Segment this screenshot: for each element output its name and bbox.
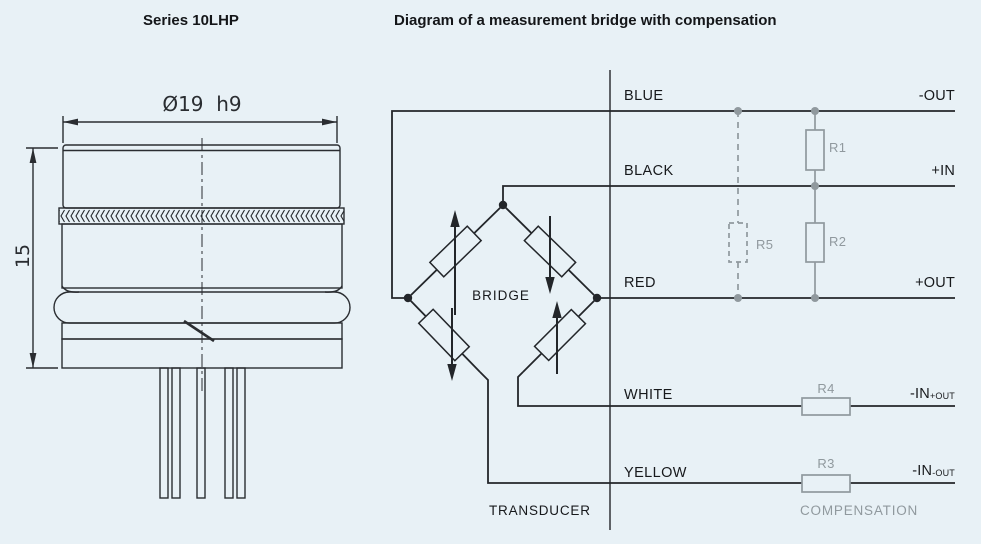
terminal-label-pos-in: +IN [931,163,955,179]
resistor-r3-box [801,474,851,493]
strain-gauge-bottom-right [533,308,587,362]
terminal-main: +OUT [915,275,955,291]
node-dot-r5-top [734,107,742,115]
terminal-main: +IN [931,163,955,179]
dim-arrow-down [29,353,37,368]
resistor-label-r3: R3 [817,456,835,471]
resistor-label-r4: R4 [817,381,835,396]
node-dot-r2-bottom [811,294,819,302]
diameter-dimension-label: Ø19 h9 [162,92,242,116]
terminal-label-neg-in-neg-out: -IN-OUT [912,463,955,479]
height-dimension-label: 15 [12,243,34,269]
wire-label-white: WHITE [624,387,673,403]
terminal-main: -IN [912,463,933,479]
dim-arrow-up [29,148,37,163]
pin [236,367,246,499]
resistor-label-r1: R1 [829,140,847,155]
pin [159,367,169,499]
resistor-r5-branch [728,111,748,298]
node-dot-r1-top [811,107,819,115]
dimension-diameter [62,116,338,143]
resistor-r2-box [805,222,825,263]
bridge-circuit [391,70,955,530]
arrow-down-bottom-left [447,308,457,381]
transducer-drawing [26,116,351,499]
transducer-label: TRANSDUCER [489,503,591,518]
dim-arrow-right [322,118,337,126]
fillet-right [324,285,343,293]
wire-yellow [479,371,955,484]
terminal-sub: -OUT [932,468,955,478]
node-dot-top [498,200,508,210]
left-panel-title: Series 10LHP [143,12,239,29]
pin [171,367,181,499]
resistor-r1-box [805,129,825,171]
pin [196,367,206,499]
wire-black [502,185,955,205]
bridge-nodes [403,200,602,303]
strain-gauge-bottom-left [417,308,471,362]
gauge-arrows [447,210,562,381]
compensation-network [728,107,851,493]
pin [224,367,234,499]
terminal-main: -OUT [918,88,955,104]
wire-label-yellow: YELLOW [624,465,687,481]
dimension-height [26,147,58,369]
resistor-r5-box [728,222,748,263]
node-dot-r1-bottom [811,182,819,190]
arrow-up-bottom-right [552,301,562,374]
compensation-label: COMPENSATION [800,503,919,518]
terminal-main: -IN [910,386,930,402]
wire-blue [391,110,955,299]
bridge-label: BRIDGE [472,288,530,303]
node-dot-right [592,293,602,303]
fillet-left [61,285,80,293]
wire-white [517,371,955,407]
wire-label-red: RED [624,275,656,291]
dim-arrow-left [63,118,78,126]
resistor-label-r5: R5 [756,237,774,252]
resistor-r4-box [801,397,851,416]
wire-label-black: BLACK [624,163,674,179]
resistor-label-r2: R2 [829,234,847,249]
compensation-nodes [734,107,819,302]
arrow-up-top-left [450,210,460,315]
base-slash-mark [183,319,215,343]
terminal-sub: +OUT [929,391,955,401]
pins [159,367,246,499]
wire-label-blue: BLUE [624,88,664,104]
node-dot-left [403,293,413,303]
terminal-label-pos-out: +OUT [915,275,955,291]
node-dot-r5-bottom [734,294,742,302]
lower-body [61,223,343,289]
terminal-label-neg-in-pos-out: -IN+OUT [910,386,955,402]
arrow-down-top-right [545,216,555,294]
right-panel-title: Diagram of a measurement bridge with com… [394,12,777,29]
terminal-label-neg-out: -OUT [919,88,955,104]
